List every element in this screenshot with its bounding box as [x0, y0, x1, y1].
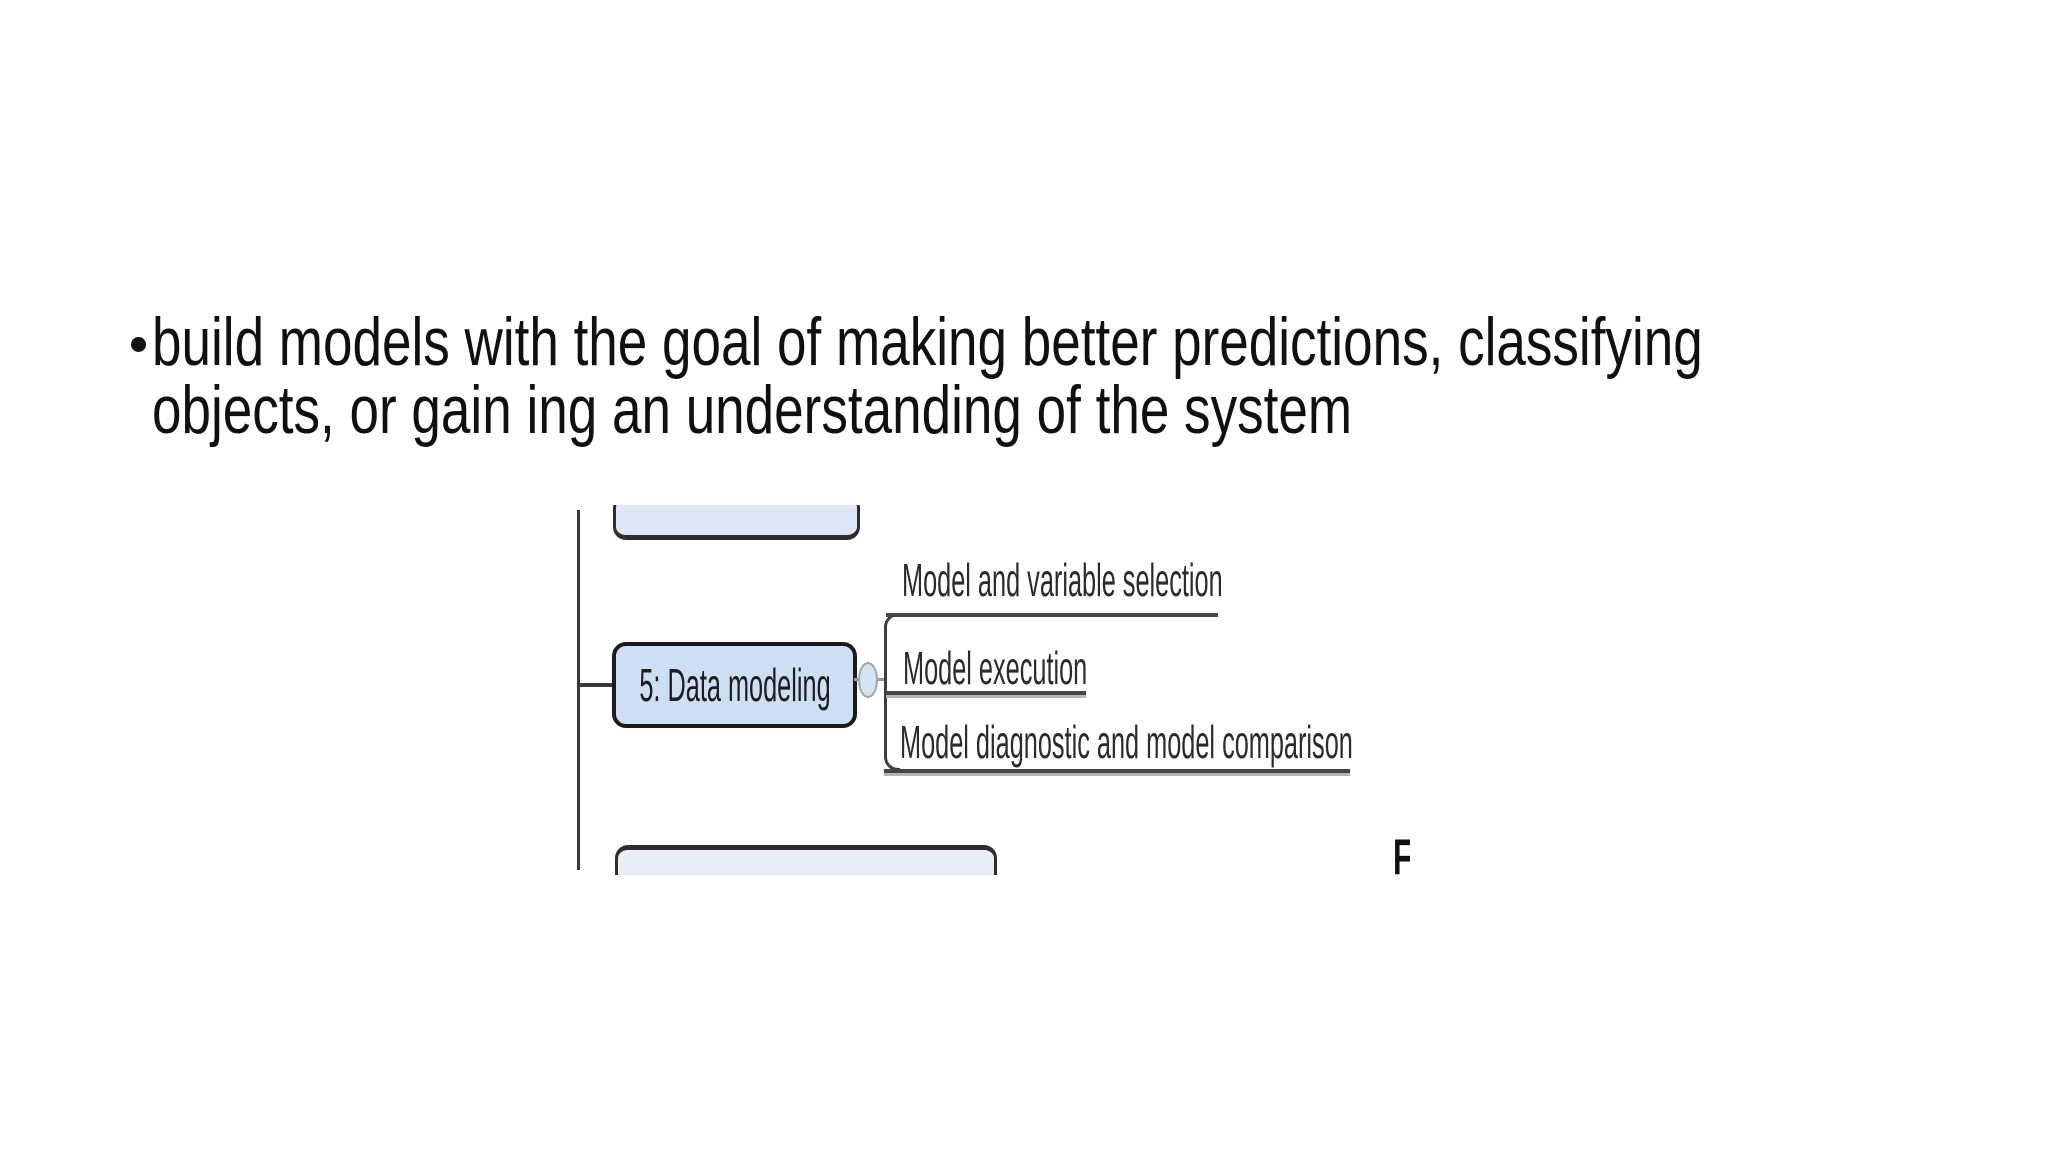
branch-label-model-execution: Model execution: [903, 642, 1088, 694]
cropped-node-below: [615, 845, 997, 875]
branch-underline-3: [884, 769, 1350, 773]
branch-underline-2: [886, 691, 1086, 695]
node-data-modeling: 5: Data modeling: [612, 642, 857, 728]
branch-label-model-and-variable-selection: Model and variable selection: [902, 554, 1223, 606]
bullet-text-line-1: build models with the goal of making bet…: [152, 304, 1703, 380]
node-data-modeling-label: 5: Data modeling: [638, 659, 831, 711]
bullet-text-line-2: objects, or gain ing an understanding of…: [152, 372, 1353, 448]
trunk-line: [577, 510, 580, 870]
root-connector-line: [577, 683, 613, 687]
bullet-dot-icon: [131, 337, 146, 352]
cropped-node-above: [613, 505, 860, 540]
branch-underline-1: [886, 613, 1218, 617]
collapse-handle-icon: [858, 662, 878, 698]
cropped-caption-letter: F: [1393, 832, 1410, 875]
branch-label-model-diagnostic-and-model-comparison: Model diagnostic and model comparison: [900, 716, 1353, 768]
mindmap-figure: 5: Data modeling Model and variable sele…: [570, 505, 1410, 875]
